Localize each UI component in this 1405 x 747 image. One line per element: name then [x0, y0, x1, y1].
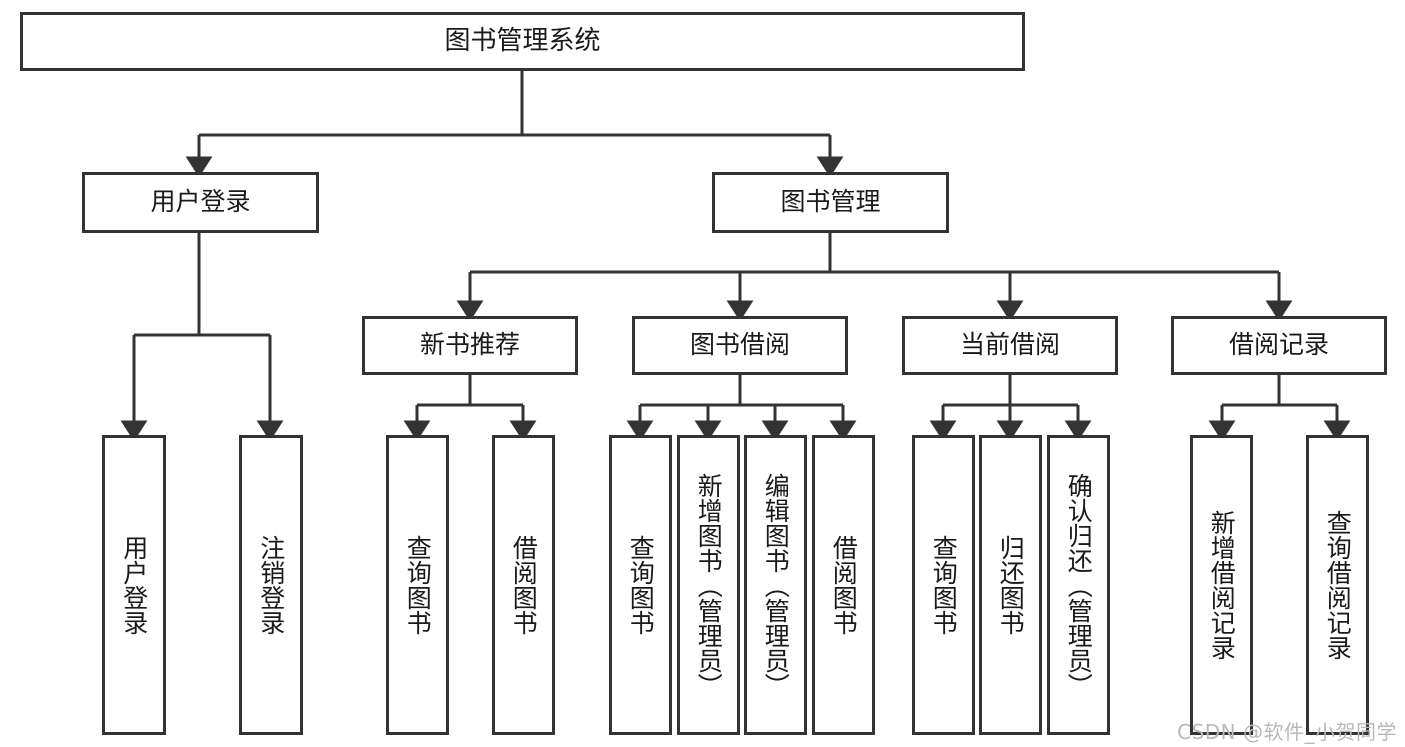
leaf-record-add-label: 新增借阅记录: [1207, 510, 1237, 660]
leaf-borrow-borrow-book-label: 借阅图书: [829, 535, 859, 635]
leaf-current-confirm-return-label: 确认归还（管理员）: [1064, 472, 1094, 698]
leaf-current-query-book-label: 查询图书: [929, 535, 959, 635]
leaf-borrow-edit-book[interactable]: 编辑图书（管理员）: [744, 435, 807, 735]
leaf-new-book-query[interactable]: 查询图书: [386, 435, 449, 735]
node-user-login[interactable]: 用户登录: [82, 172, 319, 233]
node-user-login-label: 用户登录: [150, 187, 251, 217]
leaf-record-query-label: 查询借阅记录: [1323, 510, 1353, 660]
node-current-borrow[interactable]: 当前借阅: [902, 316, 1118, 375]
node-new-book-recommend-label: 新书推荐: [419, 330, 520, 360]
leaf-borrow-borrow-book[interactable]: 借阅图书: [812, 435, 875, 735]
node-book-borrow-label: 图书借阅: [689, 330, 790, 360]
node-current-borrow-label: 当前借阅: [959, 330, 1060, 360]
leaf-current-query-book[interactable]: 查询图书: [912, 435, 975, 735]
leaf-borrow-edit-book-label: 编辑图书（管理员）: [761, 472, 791, 698]
node-root-label: 图书管理系统: [444, 25, 601, 56]
leaf-new-book-borrow[interactable]: 借阅图书: [492, 435, 555, 735]
node-book-management[interactable]: 图书管理: [712, 172, 949, 233]
leaf-user-login-signout[interactable]: 注销登录: [239, 435, 303, 735]
node-borrow-record-label: 借阅记录: [1228, 330, 1329, 360]
node-root[interactable]: 图书管理系统: [20, 12, 1025, 71]
node-new-book-recommend[interactable]: 新书推荐: [362, 316, 578, 375]
node-book-management-label: 图书管理: [780, 187, 881, 217]
leaf-current-return-book-label: 归还图书: [996, 535, 1026, 635]
leaf-current-confirm-return[interactable]: 确认归还（管理员）: [1047, 435, 1110, 735]
node-borrow-record[interactable]: 借阅记录: [1171, 316, 1387, 375]
leaf-user-login-signin[interactable]: 用户登录: [102, 435, 166, 735]
leaf-user-login-signin-label: 用户登录: [119, 535, 149, 635]
leaf-current-return-book[interactable]: 归还图书: [979, 435, 1042, 735]
node-book-borrow[interactable]: 图书借阅: [632, 316, 848, 375]
leaf-new-book-query-label: 查询图书: [403, 535, 433, 635]
leaf-borrow-add-book-label: 新增图书（管理员）: [694, 472, 724, 698]
leaf-new-book-borrow-label: 借阅图书: [509, 535, 539, 635]
leaf-record-add[interactable]: 新增借阅记录: [1190, 435, 1253, 735]
leaf-user-login-signout-label: 注销登录: [256, 535, 286, 635]
leaf-borrow-query-book[interactable]: 查询图书: [609, 435, 672, 735]
leaf-record-query[interactable]: 查询借阅记录: [1306, 435, 1369, 735]
watermark: CSDN @软件_小贺同学: [1177, 720, 1397, 744]
leaf-borrow-query-book-label: 查询图书: [626, 535, 656, 635]
leaf-borrow-add-book[interactable]: 新增图书（管理员）: [677, 435, 740, 735]
